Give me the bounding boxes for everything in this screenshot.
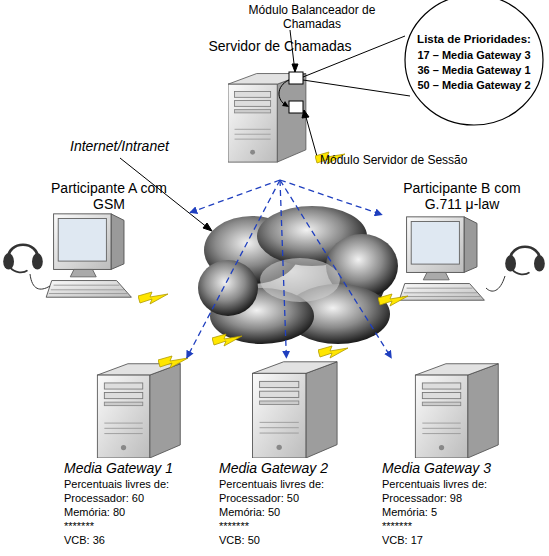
participant-a-icon: [30, 274, 50, 289]
node-text: Processador: 50: [219, 491, 365, 505]
lightning-bolt: [378, 294, 408, 306]
node-text: VCB: 17: [382, 533, 528, 547]
circle-outline: [405, 0, 543, 125]
node-text: Percentuais livres de:: [219, 477, 365, 491]
node-text: *******: [219, 519, 365, 533]
node-text: 17 – Media Gateway 3: [417, 48, 530, 63]
participant-b-icon: [505, 247, 545, 275]
node-text: Percentuais livres de:: [64, 477, 210, 491]
node-text: 36 – Media Gateway 1: [417, 63, 530, 78]
node-text: Processador: 60: [64, 491, 210, 505]
signal-arrow: [280, 180, 286, 358]
leader-line: [303, 80, 410, 96]
priority-list-circle: Lista de Prioridades:17 – Media Gateway …: [404, 0, 544, 126]
leader-line: [302, 110, 309, 118]
node-title: Media Gateway 1: [64, 459, 210, 477]
signal-arrow: [280, 180, 391, 358]
participant-station: Participante B com G.711 μ-law: [382, 180, 542, 304]
participant-a-icon: [3, 245, 43, 273]
lightning-bolt: [138, 292, 168, 304]
node-text: Memória: 50: [219, 505, 365, 519]
media-gateway: Media Gateway 3Percentuais livres de:Pro…: [378, 358, 528, 555]
callout-label: Internet/Intranet: [70, 138, 190, 154]
node-title: Media Gateway 3: [382, 459, 528, 477]
node-title: Lista de Prioridades:: [417, 32, 531, 47]
call-server-icon: [228, 74, 306, 163]
participant-station: Participante A com GSM: [28, 180, 190, 304]
cloud: [198, 206, 398, 344]
cloud: [198, 260, 258, 316]
signal-arrow: [190, 180, 280, 213]
media-gateway-icon: [97, 364, 180, 458]
node-text: Memória: 5: [382, 505, 528, 519]
media-gateway-icon: [415, 364, 498, 458]
signal-arrow: [187, 180, 280, 358]
media-gateway-icon: [97, 362, 498, 458]
node-text: *******: [64, 519, 210, 533]
participant-b-icon: [486, 276, 505, 291]
media-gateway: Media Gateway 2Percentuais livres de:Pro…: [215, 358, 365, 555]
participant-a-icon: [46, 214, 131, 297]
call-server-icon: [289, 72, 303, 84]
call-server-icon: [282, 101, 289, 107]
media-gateway-icon: [252, 362, 337, 458]
call-server-icon: [228, 72, 306, 162]
signal-arrow: [280, 180, 382, 215]
participant-b-icon: [399, 217, 545, 300]
participant-a-icon: [3, 214, 131, 297]
node-text: 50 – Media Gateway 2: [417, 78, 530, 93]
lightning-bolt: [212, 334, 242, 346]
lightning-bolt: [318, 346, 348, 358]
circle-outline: [404, 0, 544, 126]
node-text: *******: [382, 519, 528, 533]
node-text: Percentuais livres de:: [382, 477, 528, 491]
callout-label: Módulo Balanceador de Chamadas: [248, 3, 376, 31]
lightning-bolt: [138, 152, 408, 368]
node-title: Servidor de Chamadas: [205, 34, 355, 54]
callout-label: Módulo Servidor de Sessão: [320, 153, 510, 167]
node-title: Participante B com G.711 μ-law: [403, 180, 521, 212]
node-text: Processador: 98: [382, 491, 528, 505]
leader-line: [292, 64, 298, 72]
node-text: VCB: 50: [219, 533, 365, 547]
node-title: Media Gateway 2: [219, 459, 365, 477]
call-server-icon: [279, 80, 289, 106]
lightning-bolt: [158, 356, 188, 368]
leader-line: [120, 30, 410, 231]
node-text: VCB: 36: [64, 533, 210, 547]
node-title: Participante A com GSM: [50, 180, 168, 212]
cloud: [260, 258, 340, 302]
leader-line: [203, 223, 212, 231]
call-server-icon: [289, 101, 303, 113]
node-text: Memória: 80: [64, 505, 210, 519]
media-gateway: Media Gateway 1Percentuais livres de:Pro…: [60, 358, 210, 555]
participant-b-icon: [399, 217, 484, 300]
